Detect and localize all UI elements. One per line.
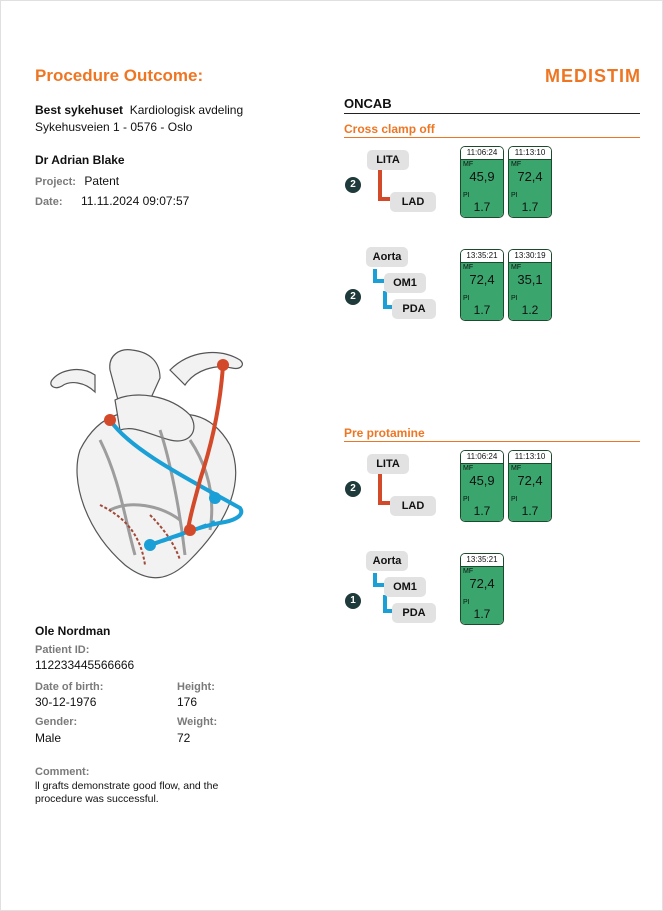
project-label: Project: <box>35 176 76 188</box>
graft-count-badge: 2 <box>345 289 361 305</box>
pi-value: 1.2 <box>521 303 539 317</box>
graft-node: LAD <box>390 192 436 212</box>
hospital-department: Kardiologisk avdeling <box>129 103 244 117</box>
hospital-name: Best sykehuset <box>35 103 124 117</box>
mf-value: 45,9 <box>469 473 495 488</box>
hospital-line: Best sykehuset Kardiologisk avdeling <box>35 103 243 117</box>
measurement-time: 11:06:24 <box>461 451 503 464</box>
mf-value: 72,4 <box>469 576 495 591</box>
pi-label: PI <box>463 192 470 199</box>
graft-node: LAD <box>390 496 436 516</box>
graft-count-badge: 1 <box>345 593 361 609</box>
measurement-time: 13:30:19 <box>509 250 551 263</box>
graft-node: LITA <box>367 150 409 170</box>
pi-value: 1.7 <box>473 607 491 621</box>
doctor-name: Dr Adrian Blake <box>35 153 125 167</box>
page-title: Procedure Outcome: <box>35 66 204 85</box>
height-value: 176 <box>177 695 198 709</box>
graft-count-badge: 2 <box>345 177 361 193</box>
mf-value: 35,1 <box>517 272 543 287</box>
measurement-time: 13:35:21 <box>461 250 503 263</box>
pi-value: 1.7 <box>473 200 491 214</box>
mf-label: MF <box>463 264 474 271</box>
comment-text: ll grafts demonstrate good flow, and the… <box>35 780 219 805</box>
pi-label: PI <box>463 295 470 302</box>
height-label: Height: <box>177 681 215 693</box>
mf-label: MF <box>463 465 474 472</box>
mf-value: 72,4 <box>517 473 543 488</box>
graft-node: PDA <box>392 299 436 319</box>
measurement-time: 11:13:10 <box>509 147 551 160</box>
measurement-time: 11:06:24 <box>461 147 503 160</box>
pi-label: PI <box>463 599 470 606</box>
medistim-logo: MEDISTIM <box>545 66 641 86</box>
pi-label: PI <box>511 192 518 199</box>
graft-node: Aorta <box>366 247 408 267</box>
date-row: Date: 11.11.2024 09:07:57 <box>35 192 189 210</box>
heart-illustration <box>50 349 244 579</box>
graft-node: Aorta <box>366 551 408 571</box>
graft-node: OM1 <box>384 577 426 597</box>
measurement-time: 13:35:21 <box>461 554 503 567</box>
mf-label: MF <box>463 568 474 575</box>
section-title: Cross clamp off <box>344 122 640 138</box>
graft-node: PDA <box>392 603 436 623</box>
pi-value: 1.7 <box>473 504 491 518</box>
patient-id-value: 112233445566666 <box>35 658 135 672</box>
mf-label: MF <box>511 465 522 472</box>
graft-node: OM1 <box>384 273 426 293</box>
patient-name: Ole Nordman <box>35 624 111 638</box>
mf-value: 72,4 <box>517 169 543 184</box>
pi-label: PI <box>463 496 470 503</box>
hospital-address: Sykehusveien 1 - 0576 - Oslo <box>35 120 193 134</box>
pi-label: PI <box>511 295 518 302</box>
dob-label: Date of birth: <box>35 681 104 693</box>
pi-value: 1.7 <box>521 504 539 518</box>
dob-value: 30-12-1976 <box>35 695 97 709</box>
mf-value: 45,9 <box>469 169 495 184</box>
pi-value: 1.7 <box>473 303 491 317</box>
gender-value: Male <box>35 731 62 745</box>
date-value: 11.11.2024 09:07:57 <box>80 194 190 208</box>
pi-label: PI <box>511 496 518 503</box>
weight-value: 72 <box>177 731 191 745</box>
project-value: Patent <box>84 174 120 188</box>
section-title: Pre protamine <box>344 426 640 442</box>
patient-id-label: Patient ID: <box>35 644 90 656</box>
project-row: Project: Patent <box>35 172 119 190</box>
weight-label: Weight: <box>177 716 218 728</box>
measurement-time: 11:13:10 <box>509 451 551 464</box>
mf-label: MF <box>511 264 522 271</box>
pi-value: 1.7 <box>521 200 539 214</box>
graft-node: LITA <box>367 454 409 474</box>
graft-count-badge: 2 <box>345 481 361 497</box>
mf-label: MF <box>463 161 474 168</box>
comment-label: Comment: <box>35 766 90 778</box>
date-label: Date: <box>35 196 63 208</box>
mf-label: MF <box>511 161 522 168</box>
procedure-title: ONCAB <box>344 96 640 114</box>
gender-label: Gender: <box>35 716 78 728</box>
mf-value: 72,4 <box>469 272 495 287</box>
